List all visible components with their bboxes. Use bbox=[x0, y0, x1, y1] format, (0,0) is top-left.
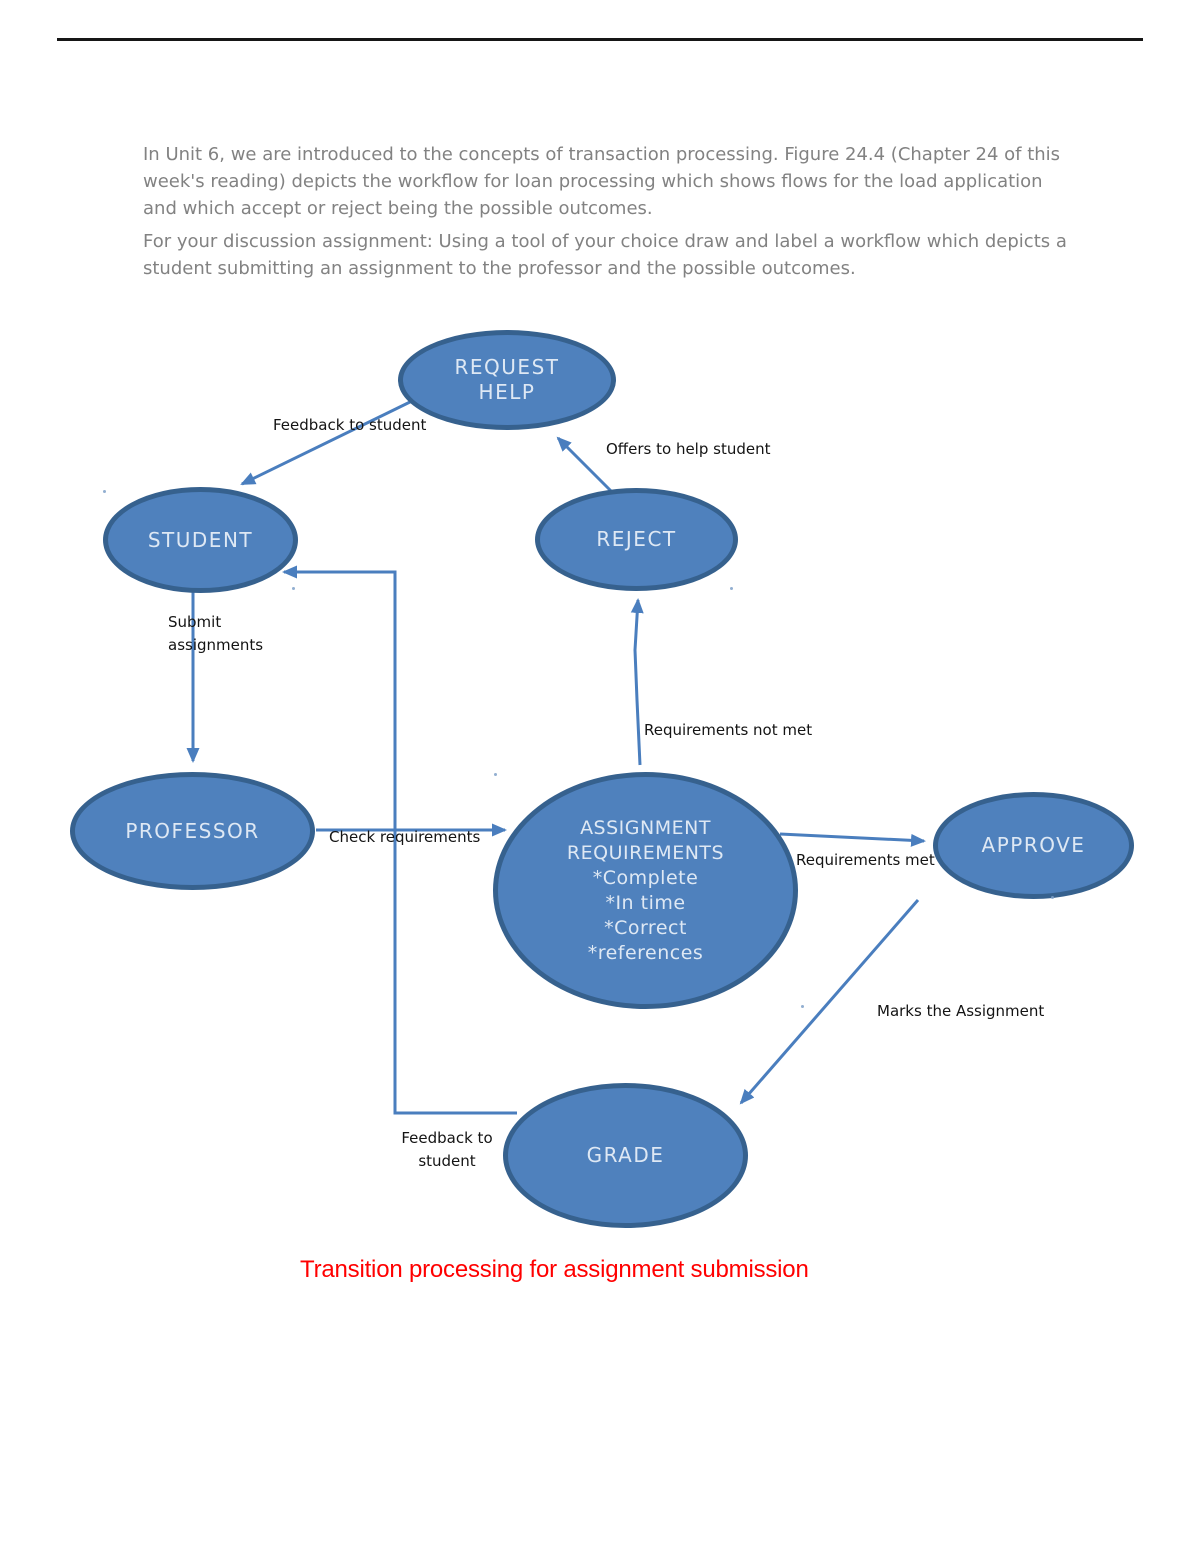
arrow-requirements-to-approve bbox=[779, 832, 926, 847]
edge-label-feedback-to-student-bottom: Feedback to student bbox=[401, 1129, 493, 1170]
stray-mark bbox=[494, 773, 497, 776]
edge-label-marks-the-assignment: Marks the Assignment bbox=[877, 1002, 1045, 1020]
edge-label-submit-assignments: Submit assignments bbox=[168, 613, 264, 654]
arrow-reject-to-requesthelp bbox=[556, 436, 613, 493]
intro-paragraph-1: In Unit 6, we are introduced to the conc… bbox=[143, 144, 1061, 219]
page-top-border bbox=[57, 38, 1143, 41]
stray-mark bbox=[1051, 896, 1054, 899]
node-professor: PROFESSOR bbox=[70, 772, 315, 890]
edge-label-offers-to-help-student: Offers to help student bbox=[606, 440, 771, 458]
stray-mark bbox=[292, 587, 295, 590]
edge-label-feedback-to-student: Feedback to student bbox=[273, 416, 427, 434]
edge-label-requirements-not-met: Requirements not met bbox=[644, 721, 813, 739]
arrow-requirements-to-reject bbox=[630, 598, 644, 766]
node-grade: GRADE bbox=[503, 1083, 748, 1228]
stray-mark bbox=[801, 1005, 804, 1008]
edge-label-requirements-met: Requirements met bbox=[796, 851, 935, 869]
node-approve: APPROVE bbox=[933, 792, 1134, 899]
diagram-caption: Transition processing for assignment sub… bbox=[300, 1256, 809, 1283]
intro-paragraph-2: For your discussion assignment: Using a … bbox=[143, 231, 1067, 279]
edge-label-check-requirements: Check requirements bbox=[329, 828, 481, 846]
node-request-help: REQUEST HELP bbox=[398, 330, 616, 430]
node-assignment-requirements: ASSIGNMENT REQUIREMENTS *Complete *In ti… bbox=[493, 772, 798, 1009]
node-student: STUDENT bbox=[103, 487, 298, 593]
node-reject: REJECT bbox=[535, 488, 738, 591]
stray-mark bbox=[103, 490, 106, 493]
stray-mark bbox=[730, 587, 733, 590]
